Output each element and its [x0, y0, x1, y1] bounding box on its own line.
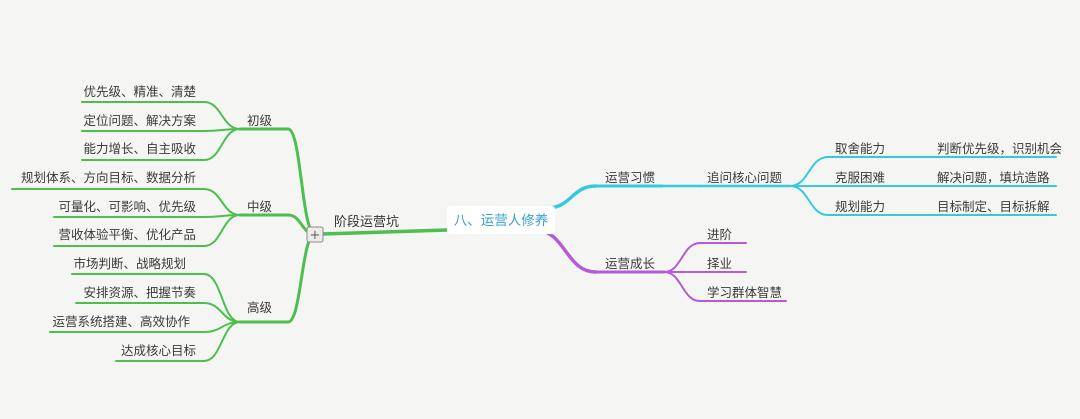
leaf-intermediate-2[interactable]: 可量化、可影响、优先级 — [58, 199, 196, 214]
leaf-senior-2[interactable]: 安排资源、把握节奏 — [83, 285, 196, 300]
connector-main-junior — [286, 127, 317, 236]
connector-growth-child-0 — [663, 242, 701, 273]
node-junior-label: 初级 — [247, 113, 273, 128]
leaf-senior-4-label: 达成核心目标 — [121, 343, 196, 358]
connector-leaf-2-3 — [203, 321, 241, 362]
leaf-intermediate-3-label: 营收体验平衡、优化产品 — [58, 227, 196, 242]
connector-leaf-1-0 — [203, 188, 241, 216]
leaf-advance-label: 进阶 — [707, 227, 733, 242]
leaf-junior-1-label: 优先级、精准、清楚 — [83, 84, 196, 99]
leaf-senior-2-label: 安排资源、把握节奏 — [83, 285, 196, 300]
leaf-senior-4[interactable]: 达成核心目标 — [121, 343, 196, 358]
plus-icon: + — [310, 228, 321, 243]
leaf-junior-1[interactable]: 优先级、精准、清楚 — [83, 84, 196, 99]
node-overcome-difficulty-detail: 解决问题，填坑造路 — [937, 170, 1050, 185]
connector-leaf-0-0 — [203, 101, 241, 130]
leaf-senior-1-label: 市场判断、战略规划 — [73, 256, 186, 271]
branch-operation-habits-label: 运营习惯 — [605, 170, 655, 185]
connector-leaf-0-2 — [203, 128, 241, 161]
connector-core-child-2 — [789, 185, 829, 216]
branch-operation-growth-label: 运营成长 — [605, 256, 656, 271]
branch-stage-pitfalls-label: 阶段运营坑 — [334, 215, 399, 230]
leaf-senior-3-label: 运营系统搭建、高效协作 — [52, 314, 190, 329]
leaf-junior-3[interactable]: 能力增长、自主吸收 — [83, 141, 196, 156]
connector-core-child-0 — [789, 156, 829, 187]
connector-root-left — [320, 228, 449, 236]
connector-leaf-2-0 — [203, 273, 241, 323]
node-planning-ability-detail: 目标制定、目标拆解 — [937, 199, 1050, 214]
leaf-senior-1[interactable]: 市场判断、战略规划 — [73, 256, 186, 271]
node-tradeoff-ability-label: 取舍能力 — [835, 141, 885, 156]
node-junior[interactable]: 初级 — [247, 113, 273, 128]
leaf-junior-2-label: 定位问题、解决方案 — [83, 113, 196, 128]
branch-operation-growth[interactable]: 运营成长 — [605, 256, 656, 271]
leaf-career-choice-label: 择业 — [707, 256, 732, 271]
node-senior-label: 高级 — [247, 300, 273, 315]
collapse-toggle-button[interactable]: + — [306, 226, 324, 243]
node-overcome-difficulty-label: 克服困难 — [835, 170, 885, 185]
root-node-box — [447, 206, 555, 234]
leaf-intermediate-2-label: 可量化、可影响、优先级 — [58, 199, 196, 214]
node-intermediate-label: 中级 — [247, 199, 273, 214]
collapse-toggle-box — [306, 226, 324, 243]
root-node-label: 八、运营人修养 — [454, 213, 549, 229]
node-core-questions-label: 追问核心问题 — [707, 170, 783, 185]
root-node[interactable]: 八、运营人修养 — [447, 206, 555, 234]
branch-operation-habits[interactable]: 运营习惯 — [605, 170, 655, 185]
node-planning-ability-label: 规划能力 — [835, 199, 885, 214]
leaf-junior-2[interactable]: 定位问题、解决方案 — [83, 113, 196, 128]
leaf-intermediate-1[interactable]: 规划体系、方向目标、数据分析 — [21, 170, 196, 185]
node-tradeoff-ability[interactable]: 取舍能力 判断优先级，识别机会 — [835, 141, 1063, 156]
node-overcome-difficulty[interactable]: 克服困难 解决问题，填坑造路 — [835, 170, 1050, 185]
connector-growth-child-2 — [663, 271, 701, 302]
node-tradeoff-ability-detail: 判断优先级，识别机会 — [937, 141, 1063, 156]
node-core-questions[interactable]: 追问核心问题 — [707, 170, 783, 185]
connector-root-habits — [545, 184, 598, 210]
leaf-group-wisdom-label: 学习群体智慧 — [707, 285, 782, 300]
node-intermediate[interactable]: 中级 — [247, 199, 273, 214]
leaf-senior-3[interactable]: 运营系统搭建、高效协作 — [52, 314, 190, 329]
leaf-advance[interactable]: 进阶 — [707, 227, 733, 242]
leaf-group-wisdom[interactable]: 学习群体智慧 — [707, 285, 782, 300]
leaf-junior-3-label: 能力增长、自主吸收 — [83, 141, 196, 156]
branch-stage-pitfalls[interactable]: 阶段运营坑 — [334, 215, 399, 230]
leaf-career-choice[interactable]: 择业 — [707, 256, 732, 271]
connector-leaf-1-2 — [203, 214, 241, 247]
connector-root-growth — [533, 228, 598, 274]
node-senior[interactable]: 高级 — [247, 300, 273, 315]
connector-main-senior — [286, 232, 317, 324]
node-planning-ability[interactable]: 规划能力 目标制定、目标拆解 — [835, 199, 1050, 214]
leaf-intermediate-3[interactable]: 营收体验平衡、优化产品 — [58, 227, 196, 242]
leaf-intermediate-1-label: 规划体系、方向目标、数据分析 — [21, 170, 196, 185]
